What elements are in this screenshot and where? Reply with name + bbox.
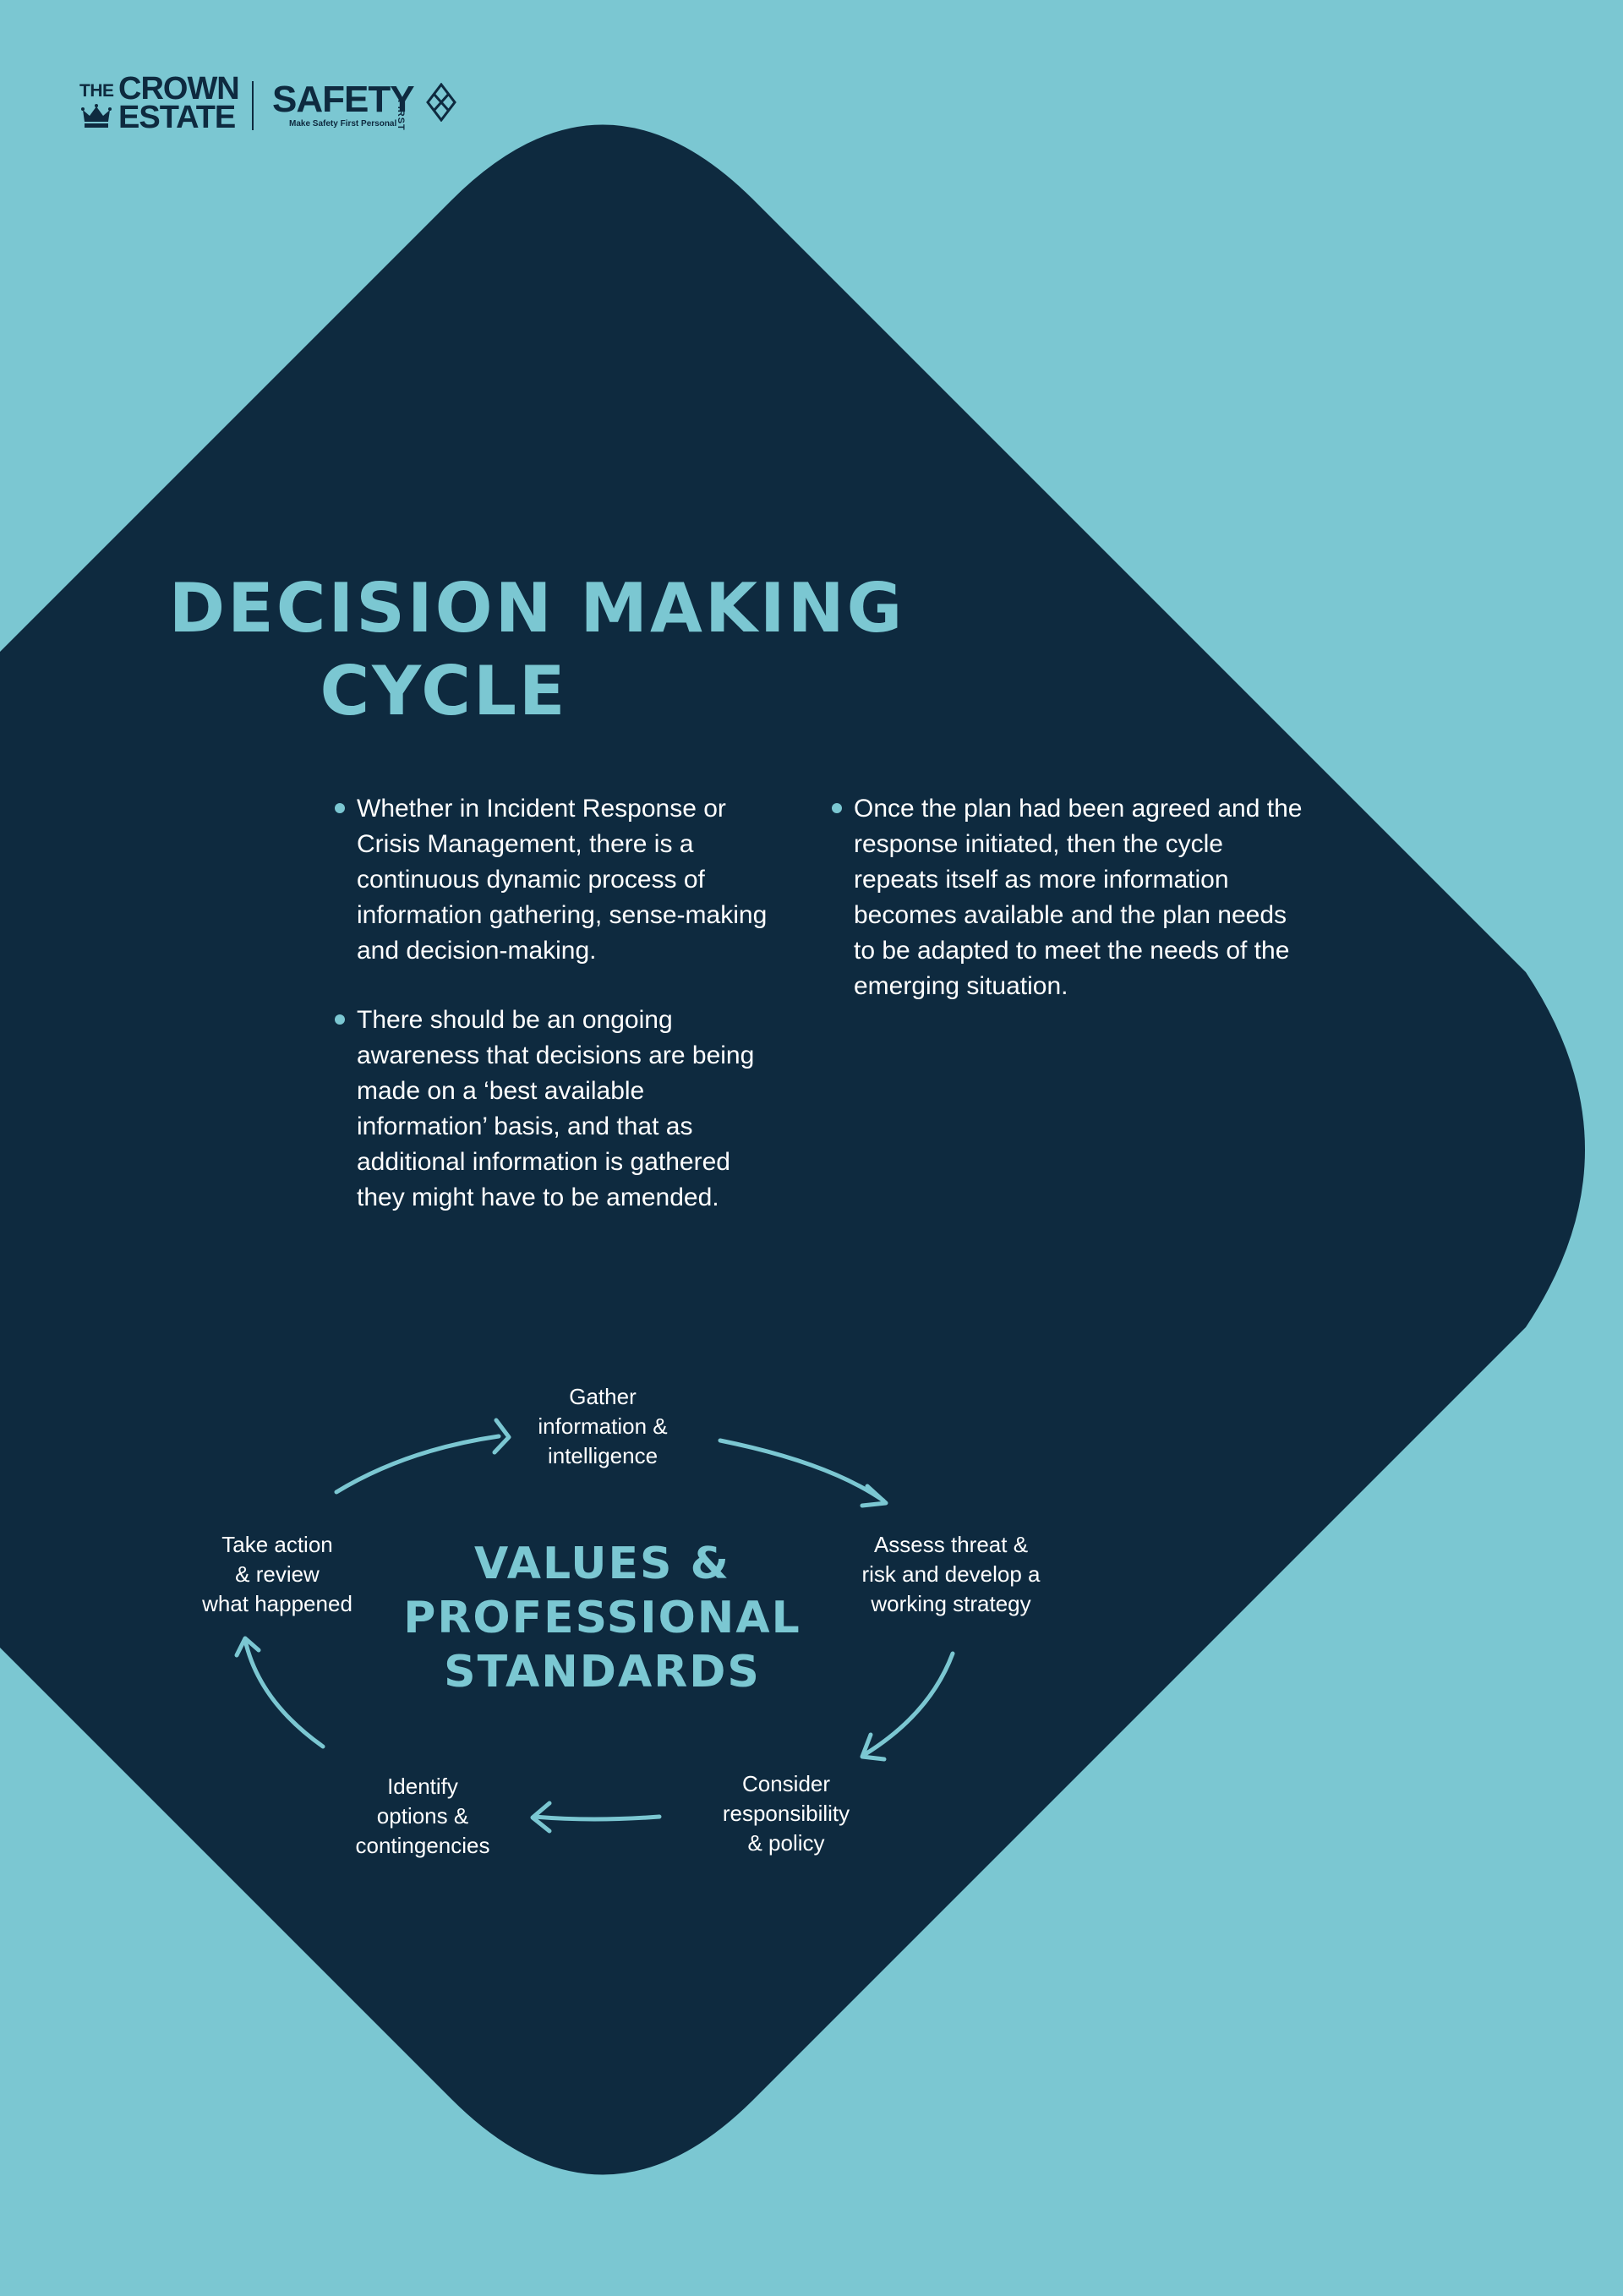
bullet-column-left: Whether in Incident Response or Crisis M… xyxy=(335,791,774,1249)
crown-icon xyxy=(81,104,112,128)
cycle-step-gather: Gather information & intelligence xyxy=(538,1384,668,1468)
bullet-item: Once the plan had been agreed and the re… xyxy=(832,791,1305,1004)
arrow-assess-to-consider xyxy=(860,1651,955,1762)
logo-the-text: THE xyxy=(79,81,114,101)
logo-crown-text: CROWN xyxy=(118,71,240,107)
safety-first-mark-icon xyxy=(426,83,456,122)
cycle-step-consider: Consider responsibility & policy xyxy=(722,1771,850,1856)
safety-tagline: Make Safety First Personal xyxy=(289,119,397,128)
bullet-item: There should be an ongoing awareness tha… xyxy=(335,1003,774,1216)
safety-text: SAFETY xyxy=(272,79,415,120)
cycle-step-identify: Identify options & contingencies xyxy=(355,1774,490,1858)
cycle-step-assess: Assess threat & risk and develop a worki… xyxy=(861,1532,1041,1616)
logo-divider xyxy=(252,81,254,130)
arrow-takeaction-to-gather xyxy=(334,1418,511,1495)
cycle-center-label: VALUES & PROFESSIONAL STANDARDS xyxy=(403,1539,801,1697)
page-title-line-2: CYCLE xyxy=(320,652,568,730)
bullet-item: Whether in Incident Response or Crisis M… xyxy=(335,791,774,969)
arrow-consider-to-identify xyxy=(530,1801,662,1834)
arrow-identify-to-takeaction xyxy=(234,1636,325,1749)
cycle-step-take-action: Take action & review what happened xyxy=(202,1532,352,1616)
page-title-line-1: DECISION MAKING xyxy=(168,569,905,648)
logo-estate-text: ESTATE xyxy=(118,100,236,135)
arrow-gather-to-assess xyxy=(718,1438,888,1508)
bullet-column-right: Once the plan had been agreed and the re… xyxy=(832,791,1305,1038)
